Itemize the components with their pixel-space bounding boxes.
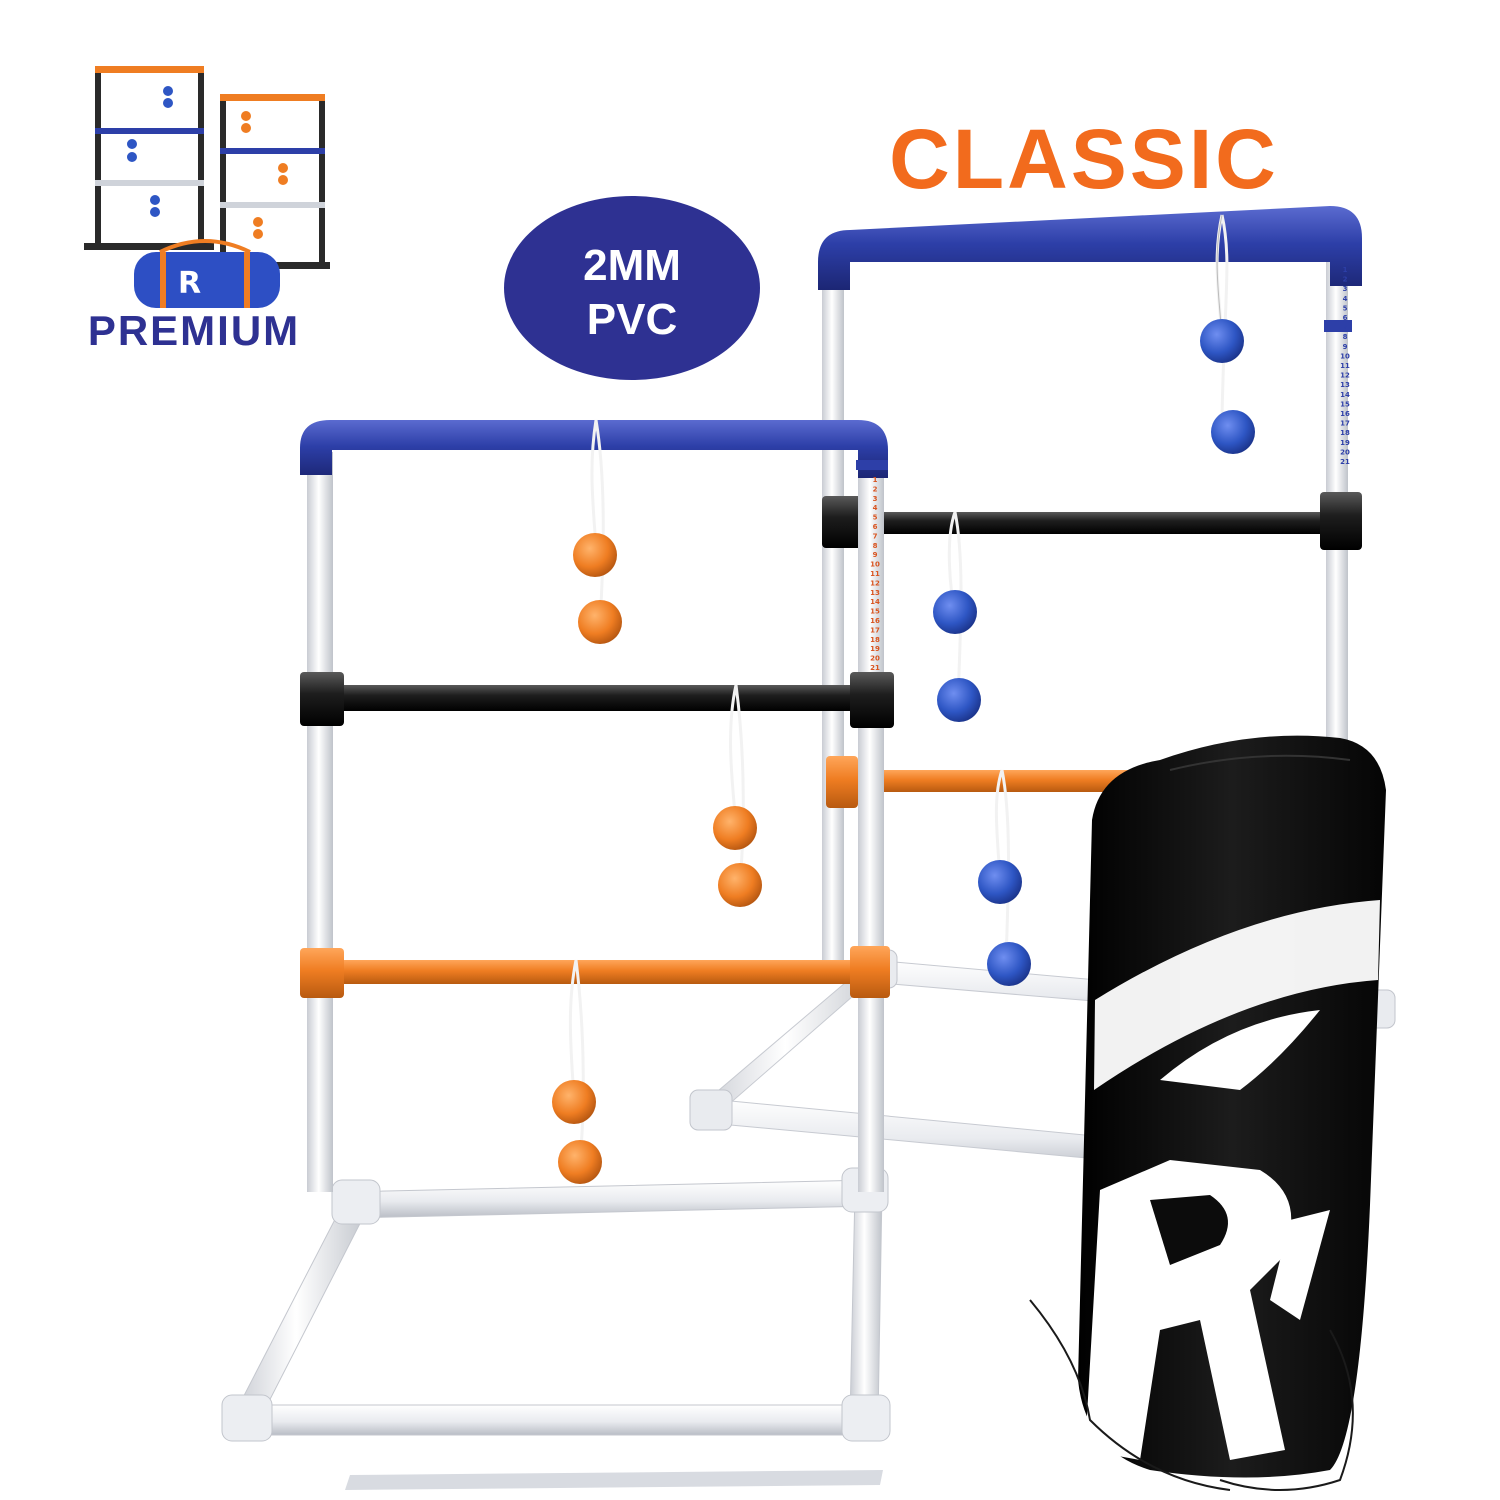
score-number: 10 [1340, 352, 1350, 360]
score-number: 21 [870, 664, 880, 672]
score-number: 10 [870, 561, 880, 569]
score-number: 20 [870, 655, 880, 663]
score-number: 11 [1340, 362, 1350, 370]
premium-label: PREMIUM [88, 307, 300, 354]
score-number: 17 [870, 626, 880, 634]
score-number: 4 [873, 504, 878, 512]
score-number: 13 [870, 589, 880, 597]
score-number: 21 [1340, 458, 1350, 466]
score-number: 17 [1340, 420, 1350, 428]
premium-thumbnail-bag: R [134, 239, 280, 308]
score-number: 15 [1340, 400, 1350, 408]
score-number: 6 [1343, 314, 1348, 322]
score-number: 2 [1343, 276, 1348, 284]
score-number: 1 [1343, 266, 1348, 274]
score-number: 3 [1343, 285, 1348, 293]
score-number: 14 [1340, 391, 1350, 399]
front-ladder-right-post [858, 452, 884, 1192]
score-number: 4 [1343, 295, 1348, 303]
front-ladder-bola-middle [713, 684, 762, 907]
score-number: 9 [873, 551, 878, 559]
score-number: 5 [1343, 304, 1348, 312]
front-ladder-bottom-rung [300, 946, 890, 998]
drawstring-bag [1029, 735, 1386, 1491]
score-number: 1 [873, 476, 878, 484]
score-number: 5 [873, 514, 878, 522]
bag-logo-icon [1085, 1160, 1292, 1460]
score-number: 15 [870, 608, 880, 616]
premium-thumbnail-ladder-right [220, 94, 330, 269]
score-number: 7 [873, 532, 878, 540]
score-number: 18 [1340, 429, 1350, 437]
back-ladder-middle-rung [822, 492, 1362, 550]
score-number: 2 [873, 485, 878, 493]
front-ladder-middle-rung [300, 672, 894, 728]
score-number: 14 [870, 598, 880, 606]
front-ladder-bola-bottom [552, 959, 602, 1184]
score-number: 9 [1343, 343, 1348, 351]
premium-thumbnail-ladder-left [84, 66, 214, 250]
classic-heading: CLASSIC [889, 112, 1279, 206]
score-number: 8 [873, 542, 878, 550]
front-ladder-bola-top [573, 419, 622, 644]
front-ladder-left-post [307, 452, 333, 1192]
premium-thumbnail: R PREMIUM [84, 66, 330, 354]
score-number: 12 [1340, 372, 1350, 380]
score-number: 13 [1340, 381, 1350, 389]
back-ladder-bola-top [1200, 214, 1255, 454]
material-badge: 2MM PVC [504, 196, 760, 380]
score-number: 16 [1340, 410, 1350, 418]
score-number: 3 [873, 495, 878, 503]
score-number: 7 [1343, 324, 1348, 332]
front-ladder-base [221, 1167, 891, 1490]
score-number: 8 [1343, 333, 1348, 341]
back-ladder-bola-middle [933, 511, 981, 722]
score-number: 19 [870, 645, 880, 653]
score-number: 19 [1340, 439, 1350, 447]
badge-line-1: 2MM [583, 241, 681, 290]
back-ladder-top-rung [818, 206, 1362, 290]
score-number: 12 [870, 579, 880, 587]
score-number: 18 [870, 636, 880, 644]
premium-bag-logo-icon: R [178, 266, 201, 301]
score-number: 6 [873, 523, 878, 531]
score-number: 16 [870, 617, 880, 625]
back-ladder-left-post [822, 262, 844, 962]
score-number: 20 [1340, 448, 1350, 456]
score-number: 11 [870, 570, 880, 578]
badge-line-2: PVC [587, 295, 677, 344]
back-ladder-bola-bottom [978, 769, 1031, 986]
